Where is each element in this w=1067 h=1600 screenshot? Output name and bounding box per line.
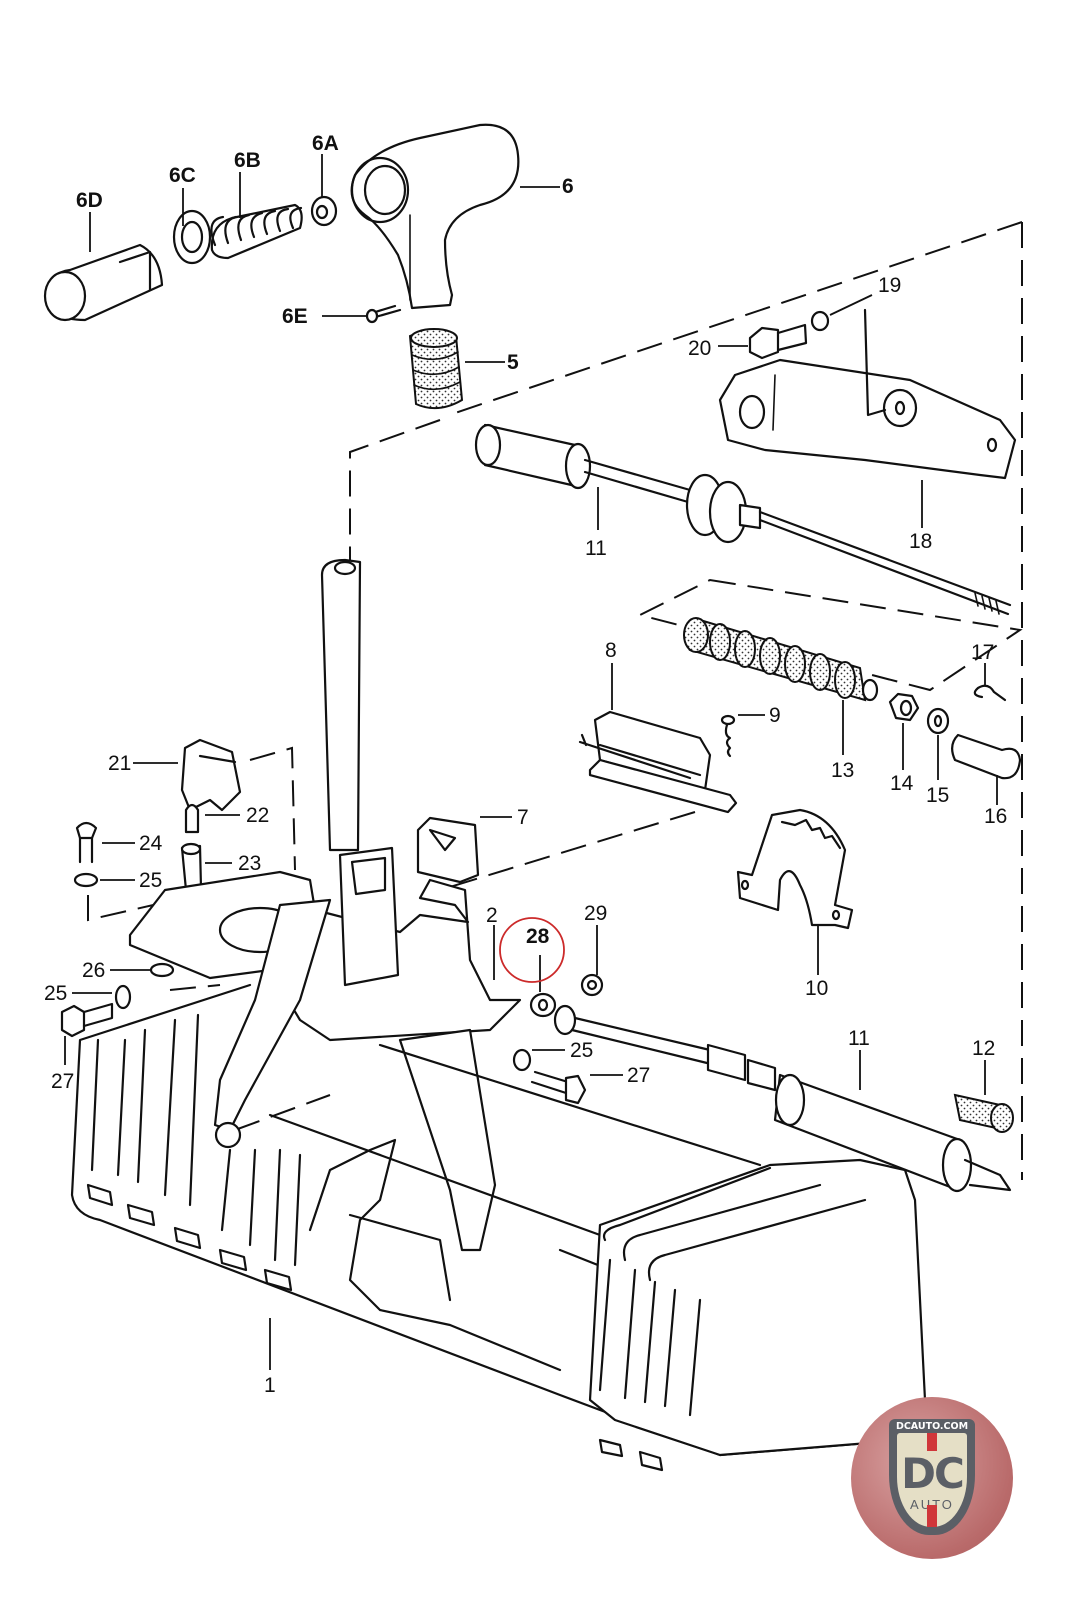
callout-5: 5 — [507, 351, 519, 374]
callout-18: 18 — [909, 530, 932, 553]
part-25-washer-upper — [73, 872, 99, 888]
part-6B-spring — [210, 203, 303, 260]
part-11-lower-cable — [553, 1004, 1012, 1193]
logo-mark-text: DC — [901, 1449, 965, 1498]
callout-15: 15 — [926, 784, 949, 807]
callout-17: 17 — [971, 641, 994, 664]
part-15-washer — [926, 707, 950, 735]
part-9-screw — [720, 714, 736, 758]
callout-23: 23 — [238, 852, 261, 875]
callout-25-upper: 25 — [139, 869, 162, 892]
logo-shield: DCAUTO.COM DC AUTO — [889, 1419, 975, 1535]
part-6C-ring — [172, 209, 212, 265]
callout-12: 12 — [972, 1037, 995, 1060]
callout-29: 29 — [584, 902, 607, 925]
part-8-switch-block — [578, 710, 738, 814]
callout-6A: 6A — [312, 132, 339, 155]
callout-6: 6 — [562, 175, 574, 198]
callout-27-right: 27 — [627, 1064, 650, 1087]
part-20-bolt — [748, 323, 808, 360]
part-6D-knob-cap — [43, 243, 164, 322]
callout-19: 19 — [878, 274, 901, 297]
logo-stripe-top — [927, 1433, 937, 1451]
callout-24: 24 — [139, 832, 163, 855]
callout-11-upper: 11 — [585, 537, 607, 560]
callout-6D: 6D — [76, 189, 103, 212]
logo-stripe-bottom — [927, 1505, 937, 1527]
callout-labels: 6D 6C 6B 6A 6 6E 5 20 19 11 18 8 9 13 14… — [44, 132, 1007, 1397]
callout-6E: 6E — [282, 305, 308, 328]
callout-7: 7 — [517, 806, 529, 829]
part-29-nut — [580, 973, 604, 997]
part-16-pin — [951, 733, 1022, 780]
callout-1: 1 — [264, 1374, 276, 1397]
part-1-console-housing — [70, 983, 927, 1472]
callout-11-lower: 11 — [848, 1027, 870, 1050]
part-27-bolt-left — [60, 1002, 114, 1038]
part-24-screw — [75, 821, 98, 864]
part-6A-bushing — [310, 195, 338, 227]
callout-25-left: 25 — [44, 982, 67, 1005]
callout-2: 2 — [486, 904, 498, 927]
logo-word-text: AUTO — [897, 1497, 967, 1512]
callout-14: 14 — [890, 772, 914, 795]
part-7-connector — [416, 816, 480, 884]
callout-26: 26 — [82, 959, 105, 982]
part-19-washer — [810, 310, 830, 332]
part-12-bushing — [953, 1093, 1014, 1133]
callout-27-left: 27 — [51, 1070, 74, 1093]
callout-22: 22 — [246, 804, 269, 827]
callout-25-right: 25 — [570, 1039, 593, 1062]
callout-21: 21 — [108, 752, 131, 775]
callout-6B: 6B — [234, 149, 261, 172]
callout-16: 16 — [984, 805, 1007, 828]
callout-6C: 6C — [169, 164, 196, 187]
part-11-upper-cable — [474, 423, 1012, 616]
part-28-washer — [529, 992, 557, 1018]
logo-site-text: DCAUTO.COM — [895, 1421, 969, 1432]
part-25-washer-right — [512, 1048, 532, 1072]
callout-20: 20 — [688, 337, 711, 360]
dcauto-logo-badge: DCAUTO.COM DC AUTO — [851, 1397, 1013, 1559]
callout-13: 13 — [831, 759, 854, 782]
callout-28: 28 — [526, 925, 550, 948]
leader-lines — [64, 154, 998, 1370]
lever-arms — [213, 898, 497, 1252]
part-17-clip — [973, 684, 1007, 702]
logo-shield-field: DC AUTO — [897, 1433, 967, 1527]
part-14-nut — [888, 692, 920, 722]
part-6-shift-knob — [350, 123, 520, 310]
part-25-washer-left — [114, 984, 132, 1010]
part-13-bellows — [683, 617, 879, 702]
part-10-gate-plate — [736, 808, 854, 930]
part-2-lever-base — [128, 558, 522, 1042]
highlight-circle-28 — [499, 917, 565, 983]
part-18-bracket — [718, 308, 1017, 480]
part-21-lamp-clip — [180, 738, 242, 812]
part-5-rubber-boot — [408, 328, 464, 410]
callout-10: 10 — [805, 977, 828, 1000]
part-6E-screw — [365, 304, 402, 324]
callout-9: 9 — [769, 704, 781, 727]
part-26-spacer — [149, 962, 175, 978]
part-27-bolt-right — [530, 1070, 587, 1105]
callout-8: 8 — [605, 639, 617, 662]
part-22-bulb — [184, 803, 200, 834]
assembly-guide-lines — [87, 221, 1023, 1180]
